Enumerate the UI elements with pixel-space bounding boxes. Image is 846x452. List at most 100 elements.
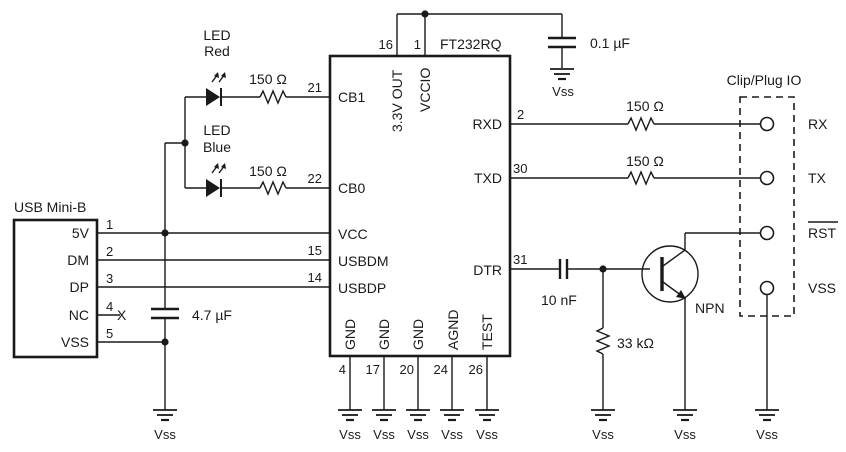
- chip-pin-name: VCC: [338, 226, 368, 242]
- resistor-value: 150 Ω: [626, 153, 664, 169]
- chip-pin-name: AGND: [445, 310, 461, 350]
- chip-pin-name: 3.3V OUT: [389, 69, 405, 132]
- led-label: LED: [203, 27, 230, 43]
- led-branches: LED Red 150 Ω LED Blue: [181, 27, 330, 197]
- chip-pin-number: 21: [308, 80, 322, 95]
- terminal-tx[interactable]: [759, 170, 775, 186]
- chip-pin-number: 24: [434, 362, 448, 377]
- terminal-label: TX: [808, 170, 827, 186]
- led-color: Blue: [203, 139, 231, 155]
- usb-title: USB Mini-B: [14, 199, 86, 215]
- light-emission-icon: [211, 163, 226, 174]
- usb-pin-name: DP: [70, 279, 89, 295]
- terminal-rst[interactable]: [759, 225, 775, 241]
- ground-label: Vss: [756, 427, 778, 442]
- diode-icon: [206, 179, 220, 197]
- ground-label: Vss: [373, 427, 395, 442]
- ground-label: Vss: [407, 427, 429, 442]
- ground-icon: [589, 408, 617, 422]
- chip-pin-name: GND: [376, 319, 392, 350]
- capacitor-4u7: 4.7 µF: [151, 307, 232, 323]
- nc-x-mark: X: [117, 307, 127, 323]
- junction-dot: [161, 338, 169, 346]
- transistor-type: NPN: [695, 300, 725, 316]
- chip-pin-number: 20: [400, 362, 414, 377]
- chip-pin-name: CB0: [338, 180, 365, 196]
- chip-pin-number: 31: [513, 252, 527, 267]
- chip-pin-name: TXD: [474, 170, 502, 186]
- terminal-label: VSS: [808, 280, 836, 296]
- chip-pin-number: 4: [339, 362, 346, 377]
- resistor-value: 150 Ω: [249, 163, 287, 179]
- chip-pin-name: GND: [410, 319, 426, 350]
- connector-title: Clip/Plug IO: [727, 72, 802, 88]
- chip-pin-number: 17: [366, 362, 380, 377]
- ground-icon: [151, 408, 179, 422]
- terminal-rx[interactable]: [759, 116, 775, 132]
- resistor-icon: [259, 89, 287, 105]
- usb-pin-number: 3: [106, 271, 113, 286]
- diode-icon: [206, 88, 220, 106]
- ground-icon: [404, 408, 432, 422]
- chip-pin-name: GND: [342, 319, 358, 350]
- usb-pin-number: 1: [106, 217, 113, 232]
- chip-pin-number: 2: [517, 107, 524, 122]
- chip-pin-number: 30: [513, 161, 527, 176]
- ft232rq-chip: FT232RQ 21 22 15 14 CB1 CB0 VCC USBDM US…: [308, 14, 527, 358]
- ground-icon: [473, 408, 501, 422]
- resistor-icon: [595, 327, 611, 355]
- emitter-arrow-icon: [676, 290, 686, 299]
- usb-pin-name: 5V: [72, 225, 90, 241]
- ground-icon: [370, 408, 398, 422]
- clip-plug-io-connector: Clip/Plug IO RX TX RST VSS Vss: [727, 72, 838, 442]
- resistor-icon: [627, 116, 655, 132]
- resistor-value: 33 kΩ: [617, 335, 654, 351]
- ground-label: Vss: [154, 427, 176, 442]
- chip-body: [328, 54, 512, 358]
- chip-pin-name: CB1: [338, 89, 365, 105]
- ground-icon: [336, 408, 364, 422]
- ground-label: Vss: [552, 84, 574, 99]
- junction-dot: [181, 139, 189, 147]
- npn-transistor: NPN: [641, 233, 725, 316]
- capacitor-value: 0.1 µF: [590, 35, 630, 51]
- capacitor-value: 4.7 µF: [192, 307, 232, 323]
- junction-dot: [421, 10, 429, 18]
- chip-part-number: FT232RQ: [440, 36, 502, 52]
- usb-pin-number: 5: [106, 326, 113, 341]
- chip-pin-number: 1: [414, 37, 421, 52]
- chip-pin-number: 22: [308, 171, 322, 186]
- terminal-vss[interactable]: [759, 280, 775, 296]
- led-red: LED Red 150 Ω: [185, 27, 330, 106]
- chip-pin-name: DTR: [473, 262, 502, 278]
- led-label: LED: [203, 122, 230, 138]
- chip-pin-number: 16: [379, 37, 393, 52]
- resistor-value: 150 Ω: [626, 98, 664, 114]
- ground-icon: [438, 408, 466, 422]
- reset-circuit: 10 nF 33 kΩ Vss NPN Vss: [510, 232, 760, 442]
- chip-pin-name: USBDP: [338, 280, 386, 296]
- usb-body: [12, 218, 99, 359]
- chip-pin-name: RXD: [472, 116, 502, 132]
- chip-pin-number: 26: [469, 362, 483, 377]
- ground-label: Vss: [476, 427, 498, 442]
- light-emission-icon: [211, 72, 226, 83]
- usb-mini-b-connector: USB Mini-B 5V DM DP NC VSS 1 2 3 4 5 X: [12, 199, 127, 359]
- resistor-icon: [627, 170, 655, 186]
- ground-label: Vss: [339, 427, 361, 442]
- resistor-value: 150 Ω: [249, 71, 287, 87]
- ground-icon: [753, 408, 781, 422]
- chip-ground-pins: 4 17 20 24 26 Vss Vss Vss Vss Vss: [336, 356, 501, 442]
- usb-pin-number: 2: [106, 244, 113, 259]
- usb-pin-name: VSS: [61, 334, 89, 350]
- serial-lines: 150 Ω 150 Ω: [510, 98, 760, 186]
- usb-pin-name: DM: [67, 252, 89, 268]
- chip-pin-name: USBDM: [338, 253, 389, 269]
- ground-icon: [671, 408, 699, 422]
- ground-label: Vss: [441, 427, 463, 442]
- ground-label: Vss: [674, 427, 696, 442]
- chip-pin-number: 15: [308, 243, 322, 258]
- usb-pin-name: NC: [69, 307, 89, 323]
- chip-pin-number: 14: [308, 270, 322, 285]
